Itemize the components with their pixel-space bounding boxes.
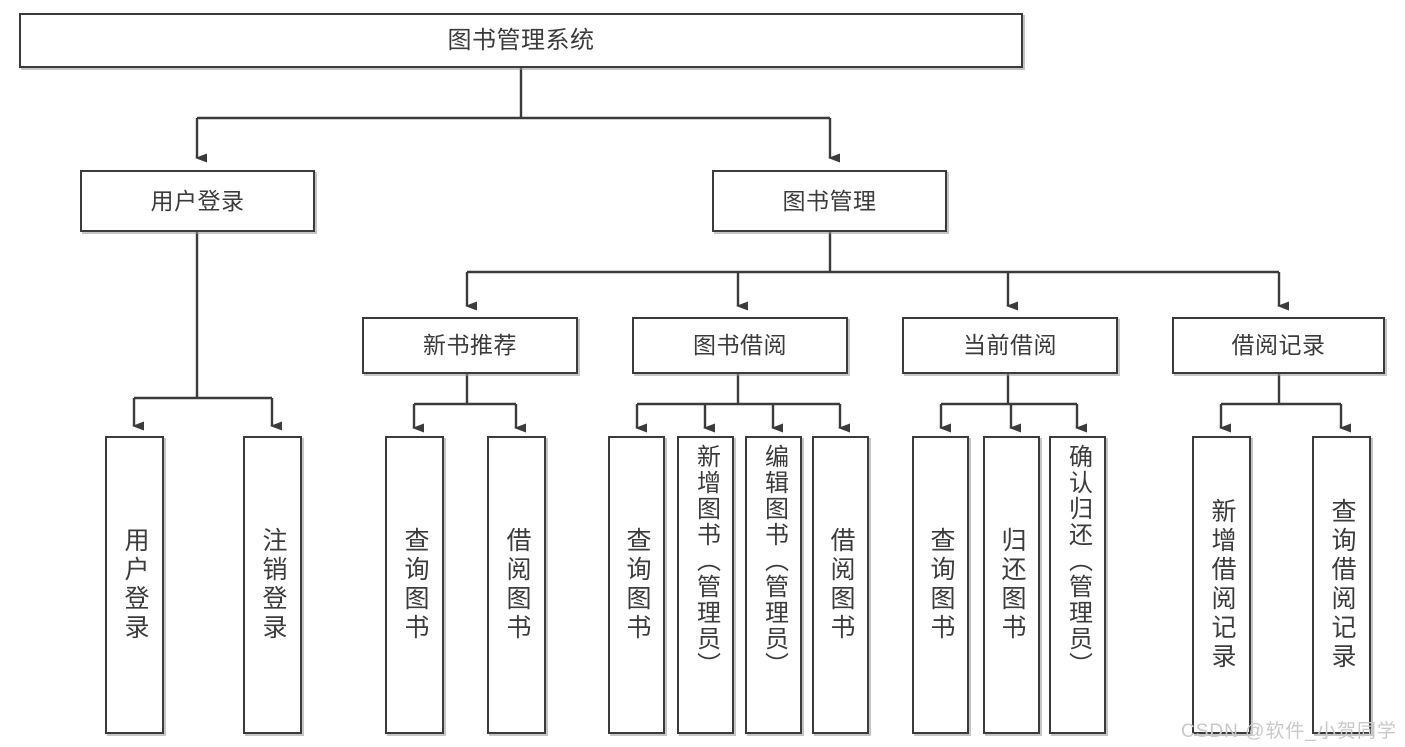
node-leaf-user-logout[interactable]: 注销登录 bbox=[243, 436, 302, 734]
node-new-book-rec[interactable]: 新书推荐 bbox=[362, 317, 578, 374]
node-book-manage[interactable]: 图书管理 bbox=[712, 170, 947, 232]
node-leaf-rec-query-book-label: 查询图书 bbox=[401, 527, 429, 643]
node-leaf-user-login[interactable]: 用户登录 bbox=[105, 436, 164, 734]
node-leaf-rec-query-record-label: 查询借阅记录 bbox=[1328, 498, 1356, 672]
node-user-login-label: 用户登录 bbox=[150, 187, 245, 214]
node-leaf-borrow-borrow-book-label: 借阅图书 bbox=[827, 527, 855, 643]
node-leaf-borrow-query-book-label: 查询图书 bbox=[623, 527, 651, 643]
node-leaf-borrow-edit-book-label: 编辑图书（管理员） bbox=[760, 444, 788, 678]
node-book-borrow[interactable]: 图书借阅 bbox=[632, 317, 848, 374]
node-leaf-rec-add-record[interactable]: 新增借阅记录 bbox=[1192, 436, 1251, 734]
node-book-manage-label: 图书管理 bbox=[782, 187, 877, 214]
node-new-book-rec-label: 新书推荐 bbox=[423, 332, 517, 359]
node-leaf-cur-return-book-label: 归还图书 bbox=[998, 527, 1026, 643]
node-leaf-borrow-add-book-label: 新增图书（管理员） bbox=[692, 444, 720, 678]
node-leaf-cur-query-book[interactable]: 查询图书 bbox=[912, 436, 969, 734]
node-current-borrow-label: 当前借阅 bbox=[963, 332, 1057, 359]
node-leaf-rec-query-book[interactable]: 查询图书 bbox=[385, 436, 444, 734]
node-leaf-borrow-edit-book[interactable]: 编辑图书（管理员） bbox=[745, 436, 802, 734]
node-root[interactable]: 图书管理系统 bbox=[19, 13, 1023, 68]
node-leaf-borrow-add-book[interactable]: 新增图书（管理员） bbox=[677, 436, 734, 734]
node-leaf-cur-confirm-return[interactable]: 确认归还（管理员） bbox=[1049, 436, 1106, 734]
node-leaf-rec-borrow-book[interactable]: 借阅图书 bbox=[487, 436, 546, 734]
node-user-login[interactable]: 用户登录 bbox=[80, 170, 315, 232]
node-leaf-cur-return-book[interactable]: 归还图书 bbox=[983, 436, 1040, 734]
node-leaf-user-login-label: 用户登录 bbox=[121, 527, 149, 643]
node-leaf-rec-borrow-book-label: 借阅图书 bbox=[503, 527, 531, 643]
node-current-borrow[interactable]: 当前借阅 bbox=[902, 317, 1118, 374]
node-leaf-borrow-query-book[interactable]: 查询图书 bbox=[608, 436, 665, 734]
csdn-watermark: CSDN @软件_小贺同学 bbox=[1181, 721, 1397, 742]
node-book-borrow-label: 图书借阅 bbox=[693, 332, 787, 359]
node-leaf-cur-confirm-return-label: 确认归还（管理员） bbox=[1064, 444, 1092, 678]
node-leaf-rec-add-record-label: 新增借阅记录 bbox=[1208, 498, 1236, 672]
node-root-label: 图书管理系统 bbox=[447, 26, 595, 54]
node-leaf-borrow-borrow-book[interactable]: 借阅图书 bbox=[812, 436, 869, 734]
node-borrow-record[interactable]: 借阅记录 bbox=[1172, 317, 1385, 374]
node-leaf-cur-query-book-label: 查询图书 bbox=[927, 527, 955, 643]
node-borrow-record-label: 借阅记录 bbox=[1231, 332, 1326, 359]
node-leaf-user-logout-label: 注销登录 bbox=[259, 527, 287, 643]
node-leaf-rec-query-record[interactable]: 查询借阅记录 bbox=[1312, 436, 1371, 734]
